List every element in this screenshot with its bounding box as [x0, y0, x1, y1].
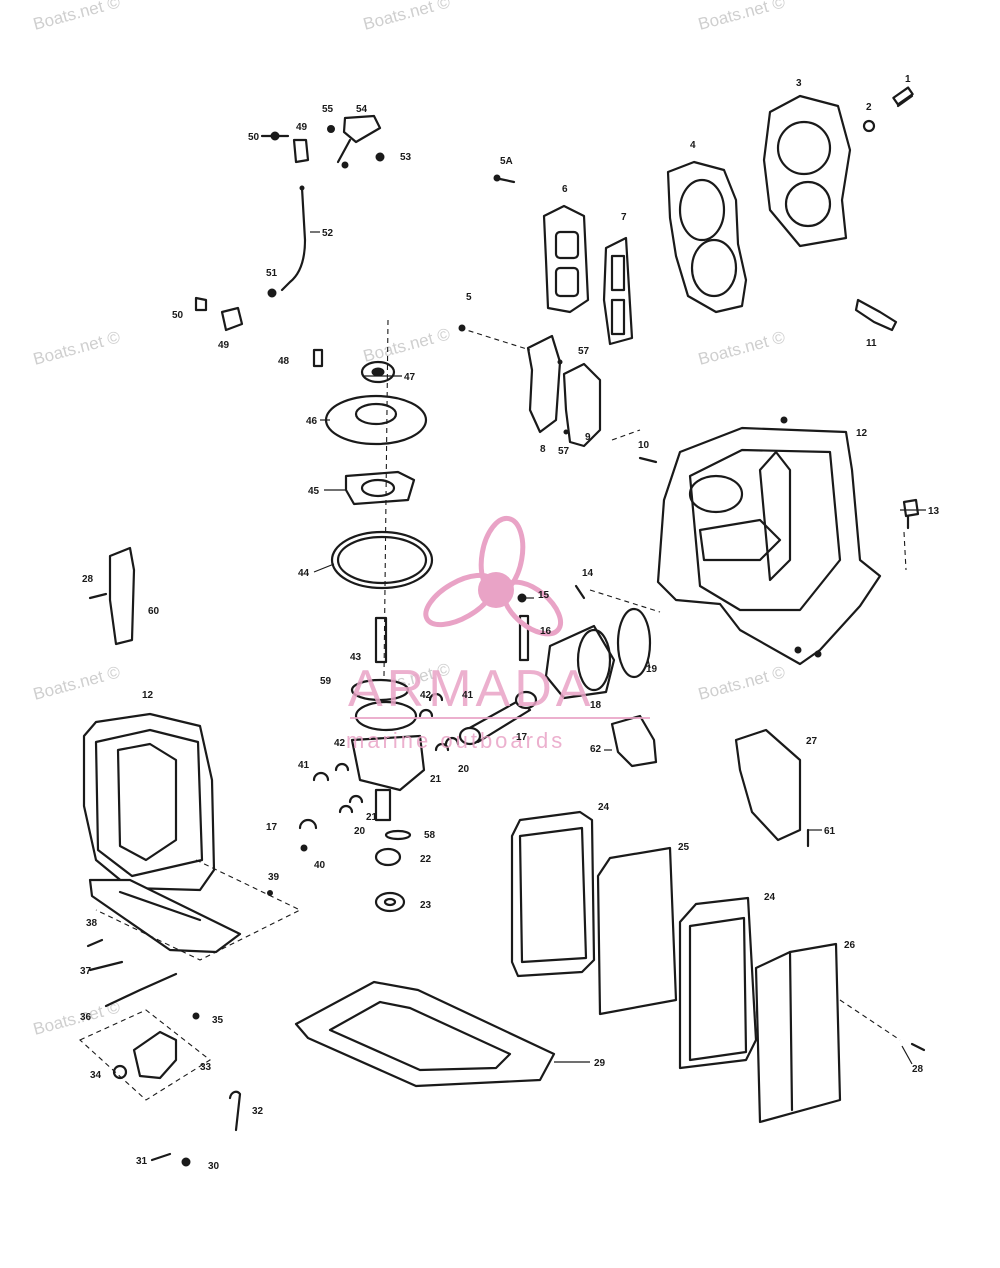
callout-label: 42 [334, 738, 346, 749]
callout-label: 24 [598, 802, 610, 813]
callout-label: 57 [578, 346, 590, 357]
callout-label: 31 [136, 1156, 148, 1167]
callout-label: 60 [148, 606, 160, 617]
callout-label: 52 [322, 228, 334, 239]
callout-label: 4 [690, 140, 696, 151]
watermark-text: Boats.net © [696, 0, 787, 34]
callout-label: 32 [252, 1106, 264, 1117]
callout-label: 38 [86, 918, 98, 929]
callout-label: 19 [646, 664, 658, 675]
callout-label: 51 [266, 268, 278, 279]
callout-label: 15 [538, 590, 550, 601]
callout-label: 13 [928, 506, 940, 517]
callout-label: 30 [208, 1161, 220, 1172]
callout-label: 29 [594, 1058, 606, 1069]
callout-label: 33 [200, 1062, 212, 1073]
callout-label: 1 [905, 74, 911, 85]
piston-and-rod [298, 584, 658, 852]
callout-label: 42 [420, 690, 432, 701]
watermark-text: Boats.net © [696, 662, 787, 704]
callout-label: 54 [356, 104, 368, 115]
callout-label: 55 [322, 104, 334, 115]
callout-label: 22 [420, 854, 432, 865]
propeller-logo-icon [423, 515, 563, 637]
cylinder-head-group [666, 86, 914, 332]
callout-label: 34 [90, 1070, 102, 1081]
callout-label: 37 [80, 966, 92, 977]
callout-label: 17 [266, 822, 278, 833]
head-gasket [666, 160, 748, 314]
callout-label: 12 [856, 428, 868, 439]
crankcase-left [82, 546, 273, 972]
callout-label: 8 [540, 444, 546, 455]
watermark-text: Boats.net © [361, 324, 452, 366]
callout-label: 18 [590, 700, 602, 711]
callout-label: 62 [590, 744, 602, 755]
callout-label: 20 [354, 826, 366, 837]
cover-plates [294, 728, 926, 1124]
brand-tagline: marine outboards [346, 728, 565, 753]
callout-label: 59 [320, 676, 332, 687]
callout-label: 16 [540, 626, 552, 637]
leader-lines [79, 231, 926, 1101]
callout-label: 47 [404, 372, 416, 383]
callout-label: 39 [268, 872, 280, 883]
callout-label: 3 [796, 78, 802, 89]
callout-label: 26 [844, 940, 856, 951]
callout-label: 6 [562, 184, 568, 195]
callout-label: 40 [314, 860, 326, 871]
callout-label: 24 [764, 892, 776, 903]
callout-label: 48 [278, 356, 290, 367]
callout-label: 50 [248, 132, 260, 143]
brand-name: ARMADA [348, 660, 594, 718]
throttle-linkage [194, 114, 385, 332]
callout-label: 50 [172, 310, 184, 321]
crankshaft-assembly [312, 348, 434, 913]
callout-label: 27 [806, 736, 818, 747]
callout-label: 45 [308, 486, 320, 497]
watermark-text: Boats.net © [31, 327, 122, 369]
cylinder-head-cover [762, 94, 852, 248]
watermark-text: Boats.net © [31, 662, 122, 704]
callout-label: 11 [866, 338, 877, 349]
callout-label: 49 [218, 340, 230, 351]
callout-label: 5A [500, 156, 513, 167]
callout-label: 7 [621, 212, 627, 223]
callout-label: 2 [866, 102, 872, 113]
watermark-text: Boats.net © [31, 0, 122, 34]
exhaust-plates [458, 174, 634, 448]
callout-label: 5 [466, 292, 472, 303]
callout-label: 23 [420, 900, 432, 911]
watermark-text: Boats.net © [361, 0, 452, 34]
callout-label: 28 [912, 1064, 924, 1075]
callout-label: 25 [678, 842, 690, 853]
callout-label: 44 [298, 568, 310, 579]
callout-label: 12 [142, 690, 154, 701]
callout-labels: 1 2 3 4 5 5A 6 7 8 9 10 11 12 12 13 14 1… [80, 74, 940, 1172]
callout-label: 53 [400, 152, 412, 163]
callout-label: 49 [296, 122, 308, 133]
callout-label: 20 [458, 764, 470, 775]
callout-label: 9 [585, 432, 591, 443]
callout-label: 41 [298, 760, 310, 771]
callout-label: 10 [638, 440, 650, 451]
callout-label: 35 [212, 1015, 224, 1026]
watermark-text: Boats.net © [696, 327, 787, 369]
callout-label: 17 [516, 732, 528, 743]
callout-label: 21 [366, 812, 378, 823]
callout-label: 14 [582, 568, 594, 579]
callout-label: 21 [430, 774, 442, 785]
callout-label: 43 [350, 652, 362, 663]
callout-label: 57 [558, 446, 570, 457]
callout-label: 46 [306, 416, 318, 427]
crankcase-right [638, 416, 920, 666]
lower-hardware [104, 972, 242, 1167]
callout-label: 58 [424, 830, 436, 841]
callout-label: 41 [462, 690, 474, 701]
callout-label: 36 [80, 1012, 92, 1023]
callout-label: 61 [824, 826, 836, 837]
callout-label: 28 [82, 574, 94, 585]
brand-watermark: ARMADA marine outboards [346, 515, 650, 753]
